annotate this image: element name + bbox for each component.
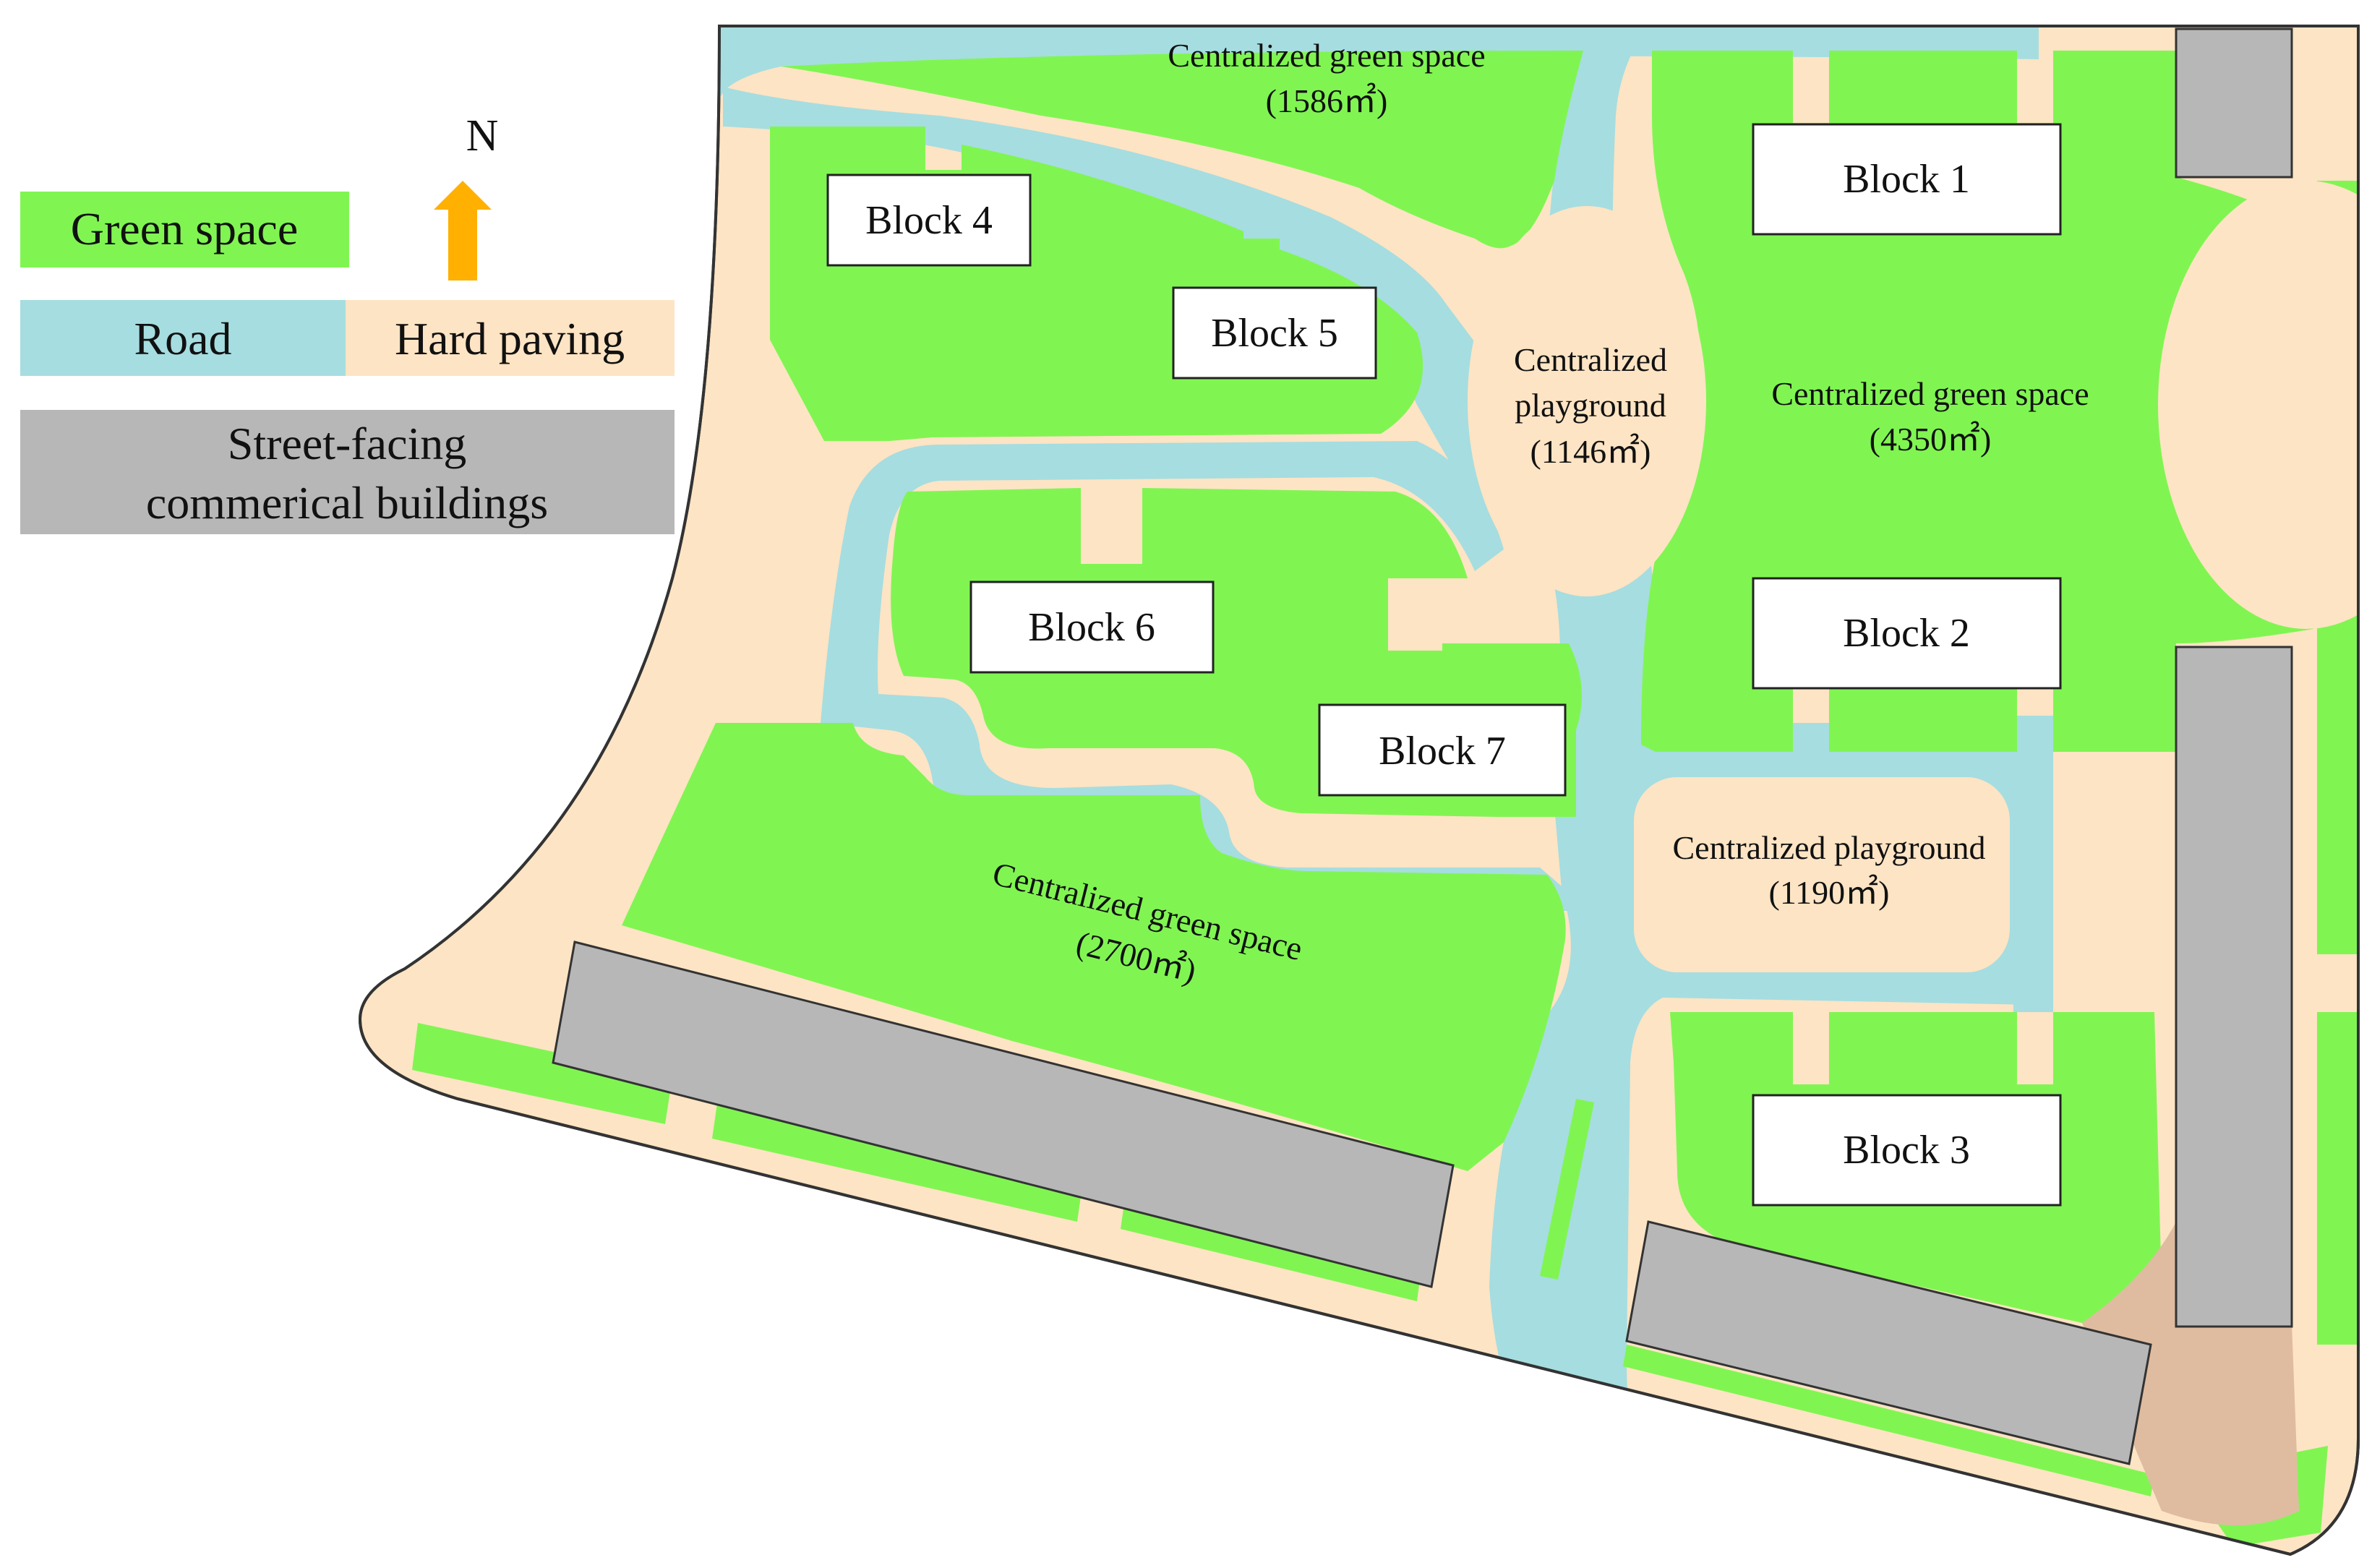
block-2: Block 2: [1752, 577, 2062, 690]
svg-text:Block 7: Block 7: [1379, 729, 1506, 774]
legend: Green space Road Hard paving Street-faci…: [20, 192, 675, 534]
label-playground-south-name: Centralized playground: [1672, 829, 1985, 866]
label-green-east-name: Centralized green space: [1771, 375, 2089, 412]
label-playground-center-size: (1146㎡): [1530, 433, 1651, 470]
label-playground-south-size: (1190㎡): [1769, 874, 1890, 911]
legend-label-road: Road: [134, 313, 231, 364]
legend-swatch-green: [20, 192, 349, 267]
svg-text:Block 2: Block 2: [1843, 611, 1970, 656]
commercial-building-north: [2175, 27, 2293, 179]
label-playground-center-line2: playground: [1515, 387, 1666, 424]
svg-text:Block 3: Block 3: [1843, 1128, 1970, 1173]
north-arrow-icon: [434, 181, 492, 280]
legend-swatch-road: [20, 300, 346, 376]
commercial-building-southwest: [552, 941, 1455, 1288]
label-green-east-size: (4350㎡): [1870, 421, 1992, 458]
block-1: Block 1: [1752, 123, 2062, 236]
legend-label-paving: Hard paving: [395, 313, 625, 364]
legend-swatch-paving: [346, 300, 675, 376]
legend-label-commercial-line2: commerical buildings: [146, 477, 548, 528]
commercial-buildings: [552, 27, 2293, 1465]
block-5: Block 5: [1172, 286, 1377, 380]
block-6: Block 6: [969, 580, 1215, 674]
legend-label-green: Green space: [71, 203, 298, 254]
blocks: Block 1 Block 2 Block 3 Block 4 Block 5 …: [826, 123, 2062, 1207]
commercial-building-east: [2175, 646, 2293, 1328]
paving-patches: [1468, 181, 2358, 972]
label-green-north-size: (1586㎡): [1266, 82, 1388, 119]
block-4: Block 4: [826, 173, 1032, 267]
north-label: N: [466, 111, 499, 160]
north-arrow: N: [434, 111, 498, 280]
svg-text:Block 6: Block 6: [1028, 605, 1155, 650]
svg-text:Block 1: Block 1: [1843, 157, 1970, 202]
legend-swatch-commercial: [20, 410, 675, 534]
block-7: Block 7: [1318, 703, 1567, 797]
label-green-north-name: Centralized green space: [1168, 37, 1485, 74]
svg-text:Block 5: Block 5: [1211, 311, 1338, 356]
commercial-building-southeast: [1625, 1220, 2152, 1465]
label-playground-center-line1: Centralized: [1514, 341, 1667, 378]
legend-label-commercial-line1: Street-facing: [228, 418, 467, 469]
site-outline: [358, 25, 2360, 1556]
block-3: Block 3: [1752, 1094, 2062, 1207]
svg-text:Block 4: Block 4: [865, 198, 993, 243]
